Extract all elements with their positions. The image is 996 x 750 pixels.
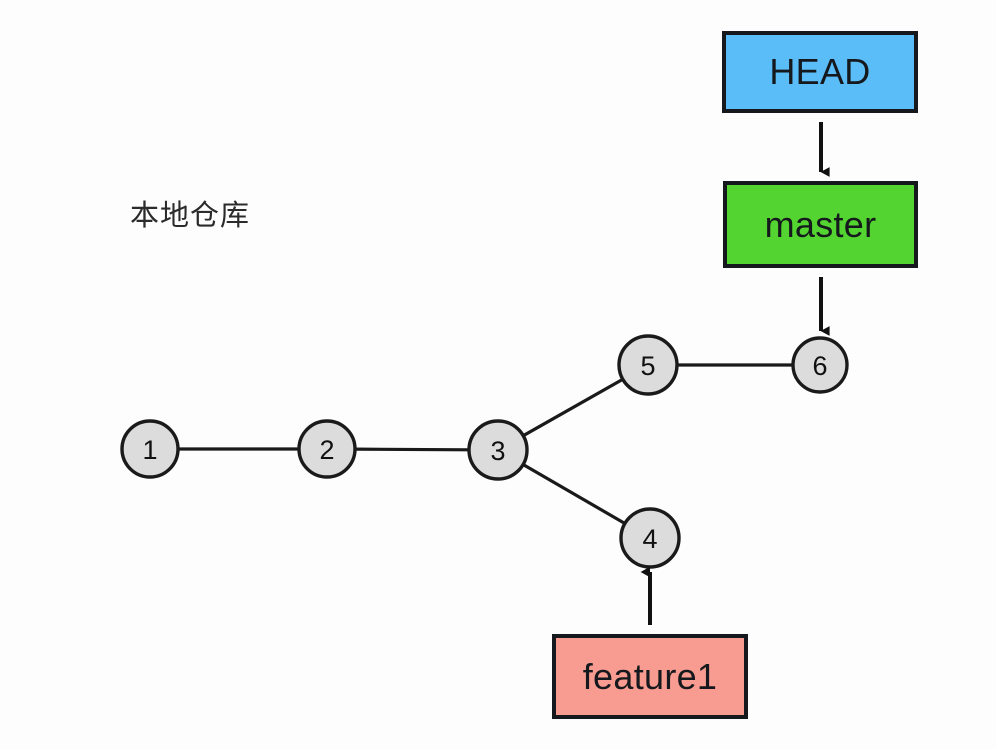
commit-node-4[interactable]: 4	[619, 507, 681, 569]
commit-node-circle-2	[297, 419, 357, 479]
ref-box-head-label: HEAD	[769, 51, 871, 92]
commit-edges	[175, 363, 796, 526]
ref-box-master[interactable]: master	[723, 181, 918, 268]
commit-node-label-5: 5	[640, 351, 655, 381]
commit-node-label-6: 6	[812, 351, 827, 381]
ref-box-feature1[interactable]: feature1	[552, 634, 748, 719]
commit-edge-c3-c5	[520, 377, 626, 438]
commit-node-3[interactable]: 3	[467, 419, 529, 481]
region-label-local-repo: 本地仓库	[130, 198, 251, 232]
commit-nodes: 1 2 3 4 5 6	[120, 334, 849, 569]
ref-pointers	[640, 122, 830, 625]
commit-edge-c2-c3	[352, 447, 472, 452]
commit-node-6[interactable]: 6	[791, 336, 849, 394]
commit-node-label-1: 1	[142, 435, 157, 465]
ref-box-head[interactable]: HEAD	[722, 31, 918, 113]
ref-box-master-label: master	[764, 203, 877, 245]
commit-node-circle-1	[120, 419, 180, 479]
commit-node-circle-4	[619, 507, 681, 569]
commit-node-1[interactable]: 1	[120, 419, 180, 479]
commit-node-2[interactable]: 2	[297, 419, 357, 479]
commit-node-label-3: 3	[490, 436, 505, 466]
commit-node-label-4: 4	[642, 524, 657, 554]
commit-node-circle-6	[791, 336, 849, 394]
commit-edge-c3-c4	[520, 462, 628, 526]
commit-node-circle-3	[467, 419, 529, 481]
ref-box-feature1-label: feature1	[582, 655, 718, 697]
commit-node-circle-5	[617, 334, 679, 396]
commit-node-5[interactable]: 5	[617, 334, 679, 396]
commit-node-label-2: 2	[319, 435, 334, 465]
